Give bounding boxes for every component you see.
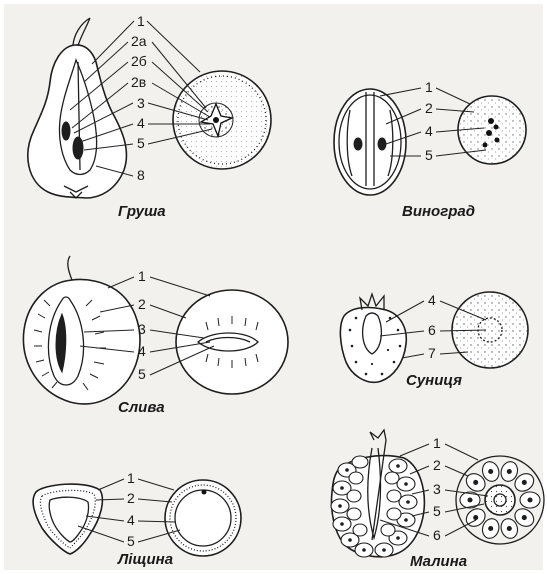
raspberry-cross-drupelet-seed (528, 498, 532, 502)
pear-label-2b: 2б (131, 53, 147, 69)
hazel-figure: 1 2 4 5 Ліщина (33, 470, 241, 568)
grape-seed-right (378, 138, 386, 150)
raspberry-label-3: 3 (433, 481, 441, 497)
pear-label-4: 4 (137, 115, 145, 131)
grape-caption: Виноград (402, 203, 475, 220)
grape-label-4: 4 (425, 123, 433, 139)
raspberry-cross-drupelet-seed (474, 516, 478, 520)
hazel-label-5: 5 (127, 533, 135, 549)
grape-label-2: 2 (425, 100, 433, 116)
pear-section-outline (28, 45, 127, 198)
hazel-label-4: 4 (127, 512, 135, 528)
pear-seed-right (73, 137, 83, 159)
pear-label-5: 5 (137, 135, 145, 151)
grape-figure: 1 2 4 5 Виноград (334, 79, 526, 220)
plum-label-3: 3 (138, 321, 146, 337)
plum-label-4: 4 (138, 343, 146, 359)
hazel-label-1: 1 (127, 470, 135, 486)
plum-stalk (68, 256, 72, 280)
grape-seed-left (354, 138, 362, 150)
strawberry-section-outline (340, 308, 406, 383)
raspberry-caption: Малина (410, 553, 467, 570)
pear-figure: 1 2а 2б 2в 3 4 5 8 Груша (28, 13, 271, 220)
pear-label-2a: 2а (131, 33, 147, 49)
strawberry-label-6: 6 (428, 322, 436, 338)
raspberry-cross-drupelet-seed (507, 527, 511, 531)
hazel-section-outline (33, 484, 102, 554)
plum-cross-outline (176, 290, 288, 394)
hazel-cross-dot (202, 490, 207, 495)
raspberry-cross-drupelet-seed (474, 480, 478, 484)
raspberry-cross-drupelet-seed (489, 527, 493, 531)
plum-label-2: 2 (138, 296, 146, 312)
raspberry-cross-drupelet-seed (522, 516, 526, 520)
hazel-caption: Ліщина (117, 551, 173, 568)
hazel-label-2: 2 (127, 490, 135, 506)
grape-label-1: 1 (425, 79, 433, 95)
strawberry-label-7: 7 (428, 345, 436, 361)
plum-caption: Слива (118, 399, 165, 416)
pear-label-2v: 2в (131, 74, 146, 90)
plum-label-1: 1 (138, 268, 146, 284)
plum-figure: 1 2 3 4 5 Слива (23, 256, 288, 416)
plum-section-outline (23, 279, 139, 403)
raspberry-figure: 1 2 3 5 6 Малина (331, 430, 544, 570)
pear-caption: Груша (118, 203, 166, 220)
raspberry-cross-drupelet-seed (522, 480, 526, 484)
grape-section-outline (334, 89, 406, 195)
raspberry-label-2: 2 (433, 457, 441, 473)
pear-label-8: 8 (137, 167, 145, 183)
strawberry-figure: 4 6 7 Суниця (340, 292, 528, 389)
raspberry-cross-drupelet-seed (489, 470, 493, 474)
strawberry-label-4: 4 (428, 292, 436, 308)
pear-stalk (73, 18, 90, 46)
strawberry-caption: Суниця (406, 372, 462, 389)
raspberry-label-5: 5 (433, 503, 441, 519)
raspberry-cross-drupelet-seed (507, 470, 511, 474)
raspberry-cross-drupelet-seed (468, 498, 472, 502)
raspberry-label-1: 1 (433, 435, 441, 451)
grape-label-5: 5 (425, 147, 433, 163)
plum-label-5: 5 (138, 366, 146, 382)
pear-label-3: 3 (137, 95, 145, 111)
pear-label-1: 1 (137, 13, 145, 29)
pear-seed-left (62, 122, 70, 140)
raspberry-label-6: 6 (433, 527, 441, 543)
